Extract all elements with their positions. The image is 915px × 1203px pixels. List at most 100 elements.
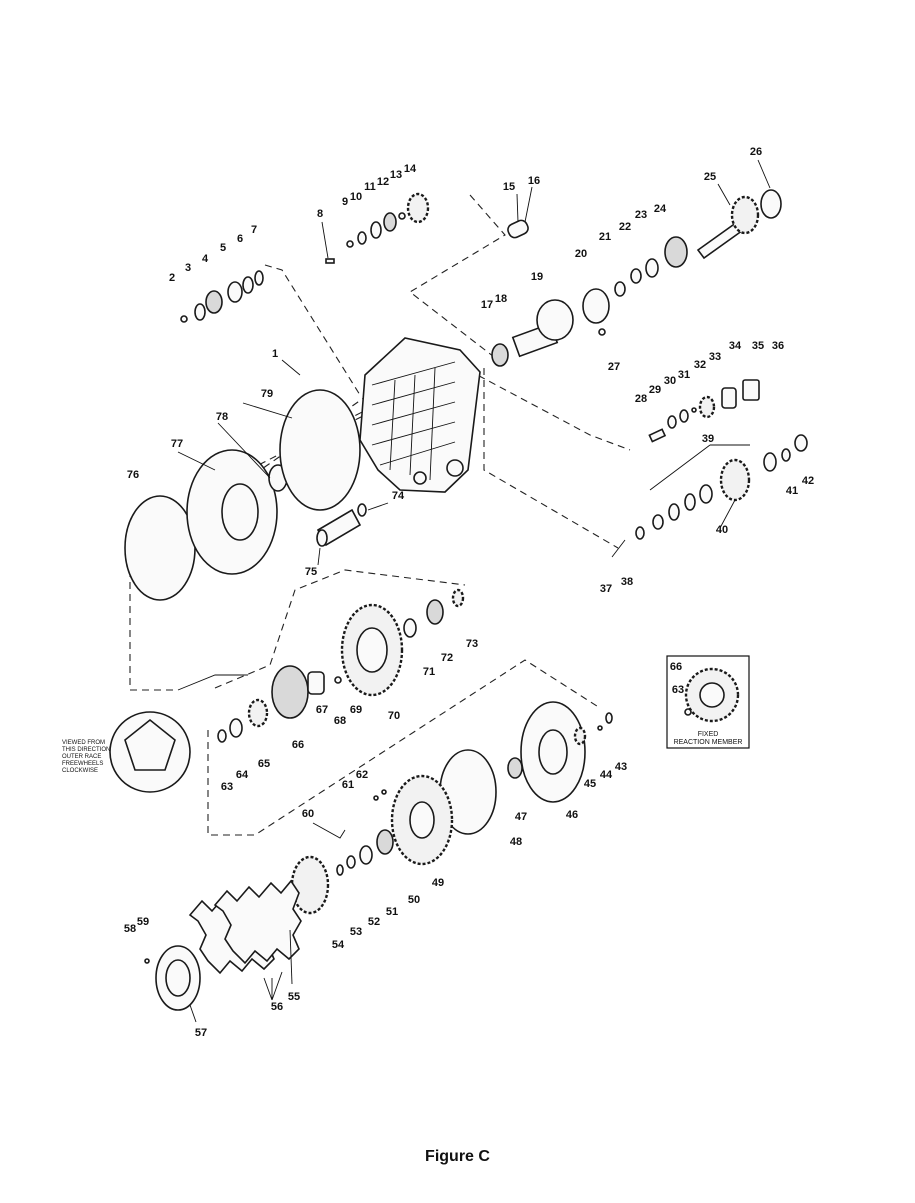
callout-36: 36 (772, 340, 784, 352)
callout-19: 19 (531, 271, 543, 283)
callout-1: 1 (272, 348, 278, 360)
callout-33: 33 (709, 351, 721, 363)
callout-46: 46 (566, 809, 578, 821)
callout-27: 27 (608, 361, 620, 373)
callout-47: 47 (515, 811, 527, 823)
callout-70: 70 (388, 710, 400, 722)
callout-68: 68 (334, 715, 346, 727)
callout-39: 39 (702, 433, 714, 445)
callout-32: 32 (694, 359, 706, 371)
callout-41: 41 (786, 485, 798, 497)
callout-76: 76 (127, 469, 139, 481)
callout-49: 49 (432, 877, 444, 889)
callout-74: 74 (392, 490, 405, 502)
note-line-1: VIEWED FROM (62, 740, 105, 746)
callout-57: 57 (195, 1027, 207, 1039)
callout-14: 14 (404, 163, 417, 175)
callout-54: 54 (332, 939, 345, 951)
inset-callout-63: 63 (672, 684, 684, 696)
callout-11: 11 (364, 181, 376, 193)
callout-23: 23 (635, 209, 647, 221)
callout-29: 29 (649, 384, 661, 396)
callout-52: 52 (368, 916, 380, 928)
reaction-assembly-43-48 (439, 701, 613, 835)
freewheel-assembly-63-69 (217, 665, 342, 743)
shaft-75 (316, 503, 367, 547)
callout-77: 77 (171, 438, 183, 450)
leader-lines (177, 159, 771, 1023)
note-line-4: FREEWHEELS (62, 761, 103, 767)
callout-4: 4 (202, 253, 209, 265)
callout-17: 17 (481, 299, 493, 311)
callout-16: 16 (528, 175, 540, 187)
callout-72: 72 (441, 652, 453, 664)
inset-label-line-2: REACTION MEMBER (674, 739, 743, 746)
callout-38: 38 (621, 576, 633, 588)
callout-60: 60 (302, 808, 314, 820)
callout-64: 64 (236, 769, 249, 781)
stack-28-36 (648, 379, 760, 443)
callout-62: 62 (356, 769, 368, 781)
clutch-plates-55-57 (144, 879, 302, 1011)
callout-37: 37 (600, 583, 612, 595)
callout-20: 20 (575, 248, 587, 260)
callout-31: 31 (678, 369, 690, 381)
callout-13: 13 (390, 169, 402, 181)
callout-18: 18 (495, 293, 507, 305)
callout-66: 66 (292, 739, 304, 751)
callout-50: 50 (408, 894, 420, 906)
callout-45: 45 (584, 778, 596, 790)
callout-40: 40 (716, 524, 728, 536)
carrier-assembly-49-54 (290, 774, 454, 915)
freewheel-detail-circle (109, 674, 248, 793)
callout-63: 63 (221, 781, 233, 793)
callout-35: 35 (752, 340, 764, 352)
callout-34: 34 (729, 340, 742, 352)
callout-6: 6 (237, 233, 243, 245)
callout-71: 71 (423, 666, 435, 678)
callout-24: 24 (654, 203, 667, 215)
callout-56: 56 (271, 1001, 283, 1013)
transmission-housing (359, 337, 481, 493)
callout-44: 44 (600, 769, 613, 781)
callout-51: 51 (386, 906, 398, 918)
input-shaft-stack-20-26 (582, 189, 782, 324)
callout-22: 22 (619, 221, 631, 233)
callout-58: 58 (124, 923, 136, 935)
callout-79: 79 (261, 388, 273, 400)
note-line-5: CLOCKWISE (62, 768, 98, 774)
callout-43: 43 (615, 761, 627, 773)
bearing-stack-8-14 (325, 192, 430, 264)
callout-10: 10 (350, 191, 362, 203)
callout-7: 7 (251, 224, 257, 236)
callout-73: 73 (466, 638, 478, 650)
callout-9: 9 (342, 196, 348, 208)
callout-53: 53 (350, 926, 362, 938)
callout-21: 21 (599, 231, 611, 243)
callout-65: 65 (258, 758, 270, 770)
callout-55: 55 (288, 991, 300, 1003)
callout-59: 59 (137, 916, 149, 928)
callout-69: 69 (350, 704, 362, 716)
fixed-reaction-member-inset: 66 63 FIXED REACTION MEMBER (666, 655, 750, 749)
callout-75: 75 (305, 566, 317, 578)
callout-78: 78 (216, 411, 228, 423)
bearing-stack-2-7 (180, 270, 264, 323)
inset-label-line-1: FIXED (698, 731, 719, 738)
callout-26: 26 (750, 146, 762, 158)
callout-5: 5 (220, 242, 226, 254)
cover-rings-76-79 (124, 389, 361, 601)
callout-12: 12 (377, 176, 389, 188)
callout-61: 61 (342, 779, 354, 791)
callout-48: 48 (510, 836, 522, 848)
callout-15: 15 (503, 181, 515, 193)
callout-42: 42 (802, 475, 814, 487)
note-line-3: OUTER RACE (62, 754, 101, 760)
figure-caption: Figure C (425, 1148, 490, 1165)
output-shaft-19 (491, 299, 606, 367)
inset-callout-66: 66 (670, 661, 682, 673)
callout-25: 25 (704, 171, 716, 183)
callout-28: 28 (635, 393, 647, 405)
